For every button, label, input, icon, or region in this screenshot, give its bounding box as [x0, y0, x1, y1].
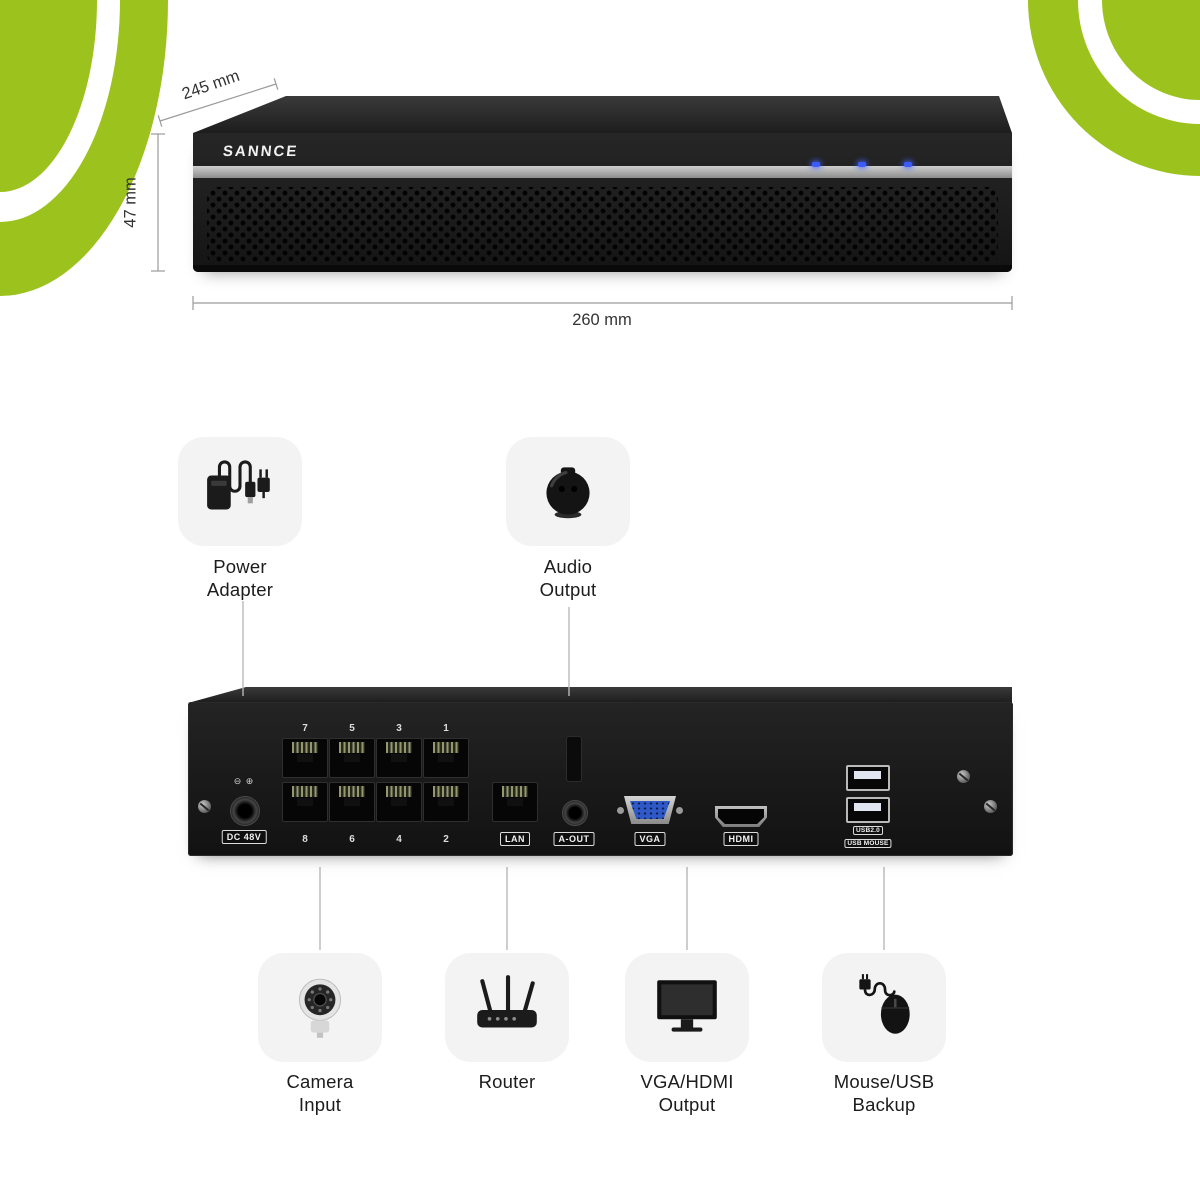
dc-power-jack — [230, 796, 260, 826]
hdmi-label: HDMI — [723, 832, 759, 846]
status-led-2 — [858, 162, 866, 167]
poe-port-8 — [282, 782, 328, 822]
status-led-1 — [812, 162, 820, 167]
vga-port — [617, 796, 683, 824]
dc-label: DC 48V — [221, 830, 267, 844]
brand-logo: SANNCE — [222, 143, 300, 160]
poe-number: 4 — [396, 834, 402, 845]
callout-card-audio-output — [506, 437, 630, 546]
lan-port — [492, 782, 538, 822]
front-stripe — [193, 166, 1012, 178]
callout-card-mouse-usb-backup — [822, 953, 946, 1062]
dc-polarity-mark: ⊖ ⊕ — [233, 776, 255, 786]
lan-label: LAN — [500, 832, 530, 846]
poe-port-4 — [376, 782, 422, 822]
poe-port-5 — [329, 738, 375, 778]
front-top-face — [193, 96, 1012, 133]
callout-label-power-adapter: Power Adapter — [206, 556, 274, 600]
poe-number: 2 — [443, 834, 449, 845]
callout-label-vga-hdmi-output: VGA/HDMI Output — [640, 1071, 734, 1115]
vertical-slot — [566, 736, 582, 782]
screw-icon — [957, 770, 970, 783]
usb-label-top: USB2.0 — [853, 826, 883, 835]
usb-port-top — [846, 765, 890, 791]
callout-card-power-adapter — [178, 437, 302, 546]
dimension-depth: 245 mm — [179, 66, 242, 104]
nvr-rear-view: ⊖ ⊕ DC 48V 7 5 3 1 8 6 4 2 LAN A-OUT — [188, 702, 1013, 856]
speaker-ball-icon — [546, 466, 590, 518]
router-icon — [477, 974, 537, 1028]
vga-inner — [630, 801, 670, 819]
usb-port-bottom — [846, 797, 890, 823]
vga-screw — [617, 807, 624, 814]
poe-number: 7 — [302, 723, 308, 734]
aout-label: A-OUT — [553, 832, 595, 846]
callout-card-camera-input — [258, 953, 382, 1062]
status-led-3 — [904, 162, 912, 167]
poe-port-1 — [423, 738, 469, 778]
poe-number: 3 — [396, 723, 402, 734]
screw-icon — [198, 800, 211, 813]
poe-port-7 — [282, 738, 328, 778]
vga-label: VGA — [634, 832, 666, 846]
nvr-front-view: SANNCE — [193, 133, 1012, 272]
callout-label-camera-input: Camera Input — [286, 1071, 354, 1115]
bullet-camera-icon — [298, 978, 342, 1038]
callout-card-vga-hdmi-output — [625, 953, 749, 1062]
vent-perforation — [207, 187, 998, 263]
corner-decoration-top-right — [1028, 0, 1200, 176]
corner-decoration-top-left — [0, 0, 168, 296]
poe-port-2 — [423, 782, 469, 822]
mouse-icon — [859, 973, 910, 1034]
callout-card-router — [445, 953, 569, 1062]
callout-label-mouse-usb-backup: Mouse/USB Backup — [833, 1071, 935, 1115]
rear-top-face — [188, 687, 1012, 703]
power-adapter-icon — [207, 459, 270, 509]
usb-label-bottom: USB MOUSE — [844, 839, 892, 848]
callout-label-audio-output: Audio Output — [539, 556, 597, 600]
dimension-height: 47 mm — [121, 177, 140, 228]
poe-port-3 — [376, 738, 422, 778]
poe-number: 1 — [443, 723, 449, 734]
dimension-width: 260 mm — [572, 311, 632, 329]
callout-label-router: Router — [478, 1071, 536, 1092]
audio-out-jack — [562, 800, 588, 826]
poe-number: 5 — [349, 723, 355, 734]
poe-number: 8 — [302, 834, 308, 845]
poe-number: 6 — [349, 834, 355, 845]
hdmi-port — [715, 806, 767, 827]
poe-port-6 — [329, 782, 375, 822]
screw-icon — [984, 800, 997, 813]
monitor-icon — [657, 979, 717, 1032]
vga-screw — [676, 807, 683, 814]
